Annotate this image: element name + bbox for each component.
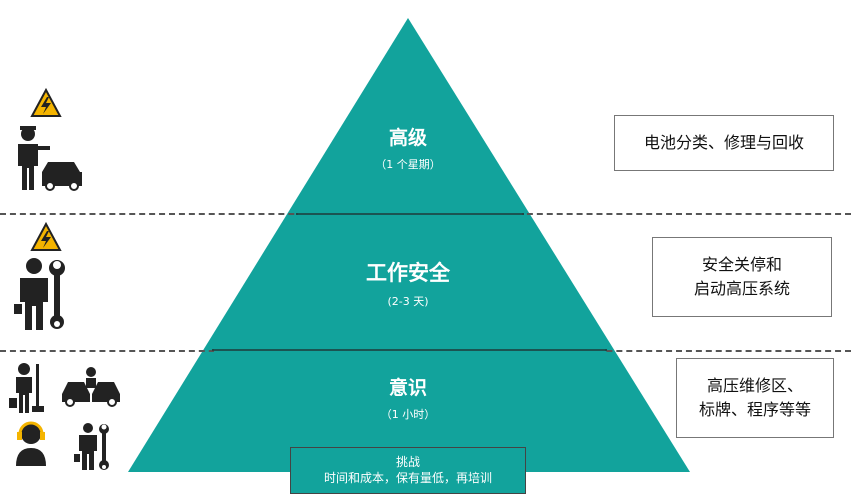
tier-title-awareness: 意识 (388, 377, 427, 399)
challenge-title: 挑战 (395, 455, 420, 469)
tier-duration-advanced: （1 个星期） (375, 158, 441, 171)
description-awareness: 高压维修区、 标牌、程序等等 (676, 358, 834, 438)
mechanic-with-car-icon (18, 126, 82, 191)
description-work-safety: 安全关停和 启动高压系统 (652, 237, 832, 317)
cleaner-icon (9, 363, 44, 413)
call-center-agent-icon (16, 421, 46, 466)
description-advanced-text: 电池分类、修理与回收 (643, 133, 804, 152)
tier-title-work-safety: 工作安全 (366, 261, 450, 285)
challenge-box: 挑战 时间和成本，保有量低，再培训 (290, 447, 526, 494)
description-work-safety-line2: 启动高压系统 (693, 279, 790, 298)
challenge-text: 时间和成本，保有量低，再培训 (323, 471, 492, 485)
description-awareness-line1: 高压维修区、 (706, 376, 803, 395)
tier-duration-awareness: （1 小时） (380, 408, 436, 421)
tier-duration-work-safety: (2-3 天) (387, 295, 429, 308)
description-advanced: 电池分类、修理与回收 (614, 115, 834, 171)
pyramid-shape (128, 18, 690, 472)
car-crash-icon (62, 367, 120, 407)
mechanic-with-wrench-icon (74, 423, 109, 470)
mechanic-with-wrench-icon (14, 258, 65, 330)
tier-title-advanced: 高级 (388, 127, 427, 149)
description-awareness-line2: 标牌、程序等等 (698, 400, 811, 419)
high-voltage-warning-icon (30, 88, 62, 117)
description-work-safety-line1: 安全关停和 (701, 255, 782, 274)
high-voltage-warning-icon (30, 222, 62, 251)
